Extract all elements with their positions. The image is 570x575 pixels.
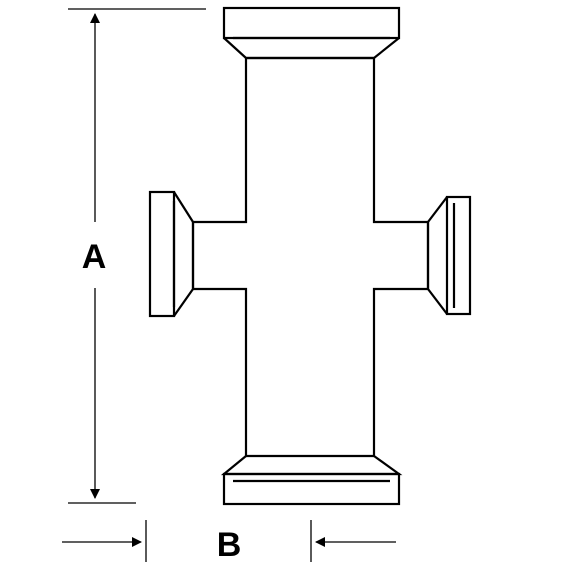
cross-body-outline xyxy=(191,56,430,458)
right-flange xyxy=(426,195,472,316)
left-flange xyxy=(148,190,195,318)
dimension-b-label: B xyxy=(217,526,242,564)
bottom-flange xyxy=(220,455,403,506)
dimension-a xyxy=(68,8,206,504)
dimension-b xyxy=(62,520,396,562)
dimension-a-label: A xyxy=(82,238,107,276)
top-flange xyxy=(222,6,401,60)
